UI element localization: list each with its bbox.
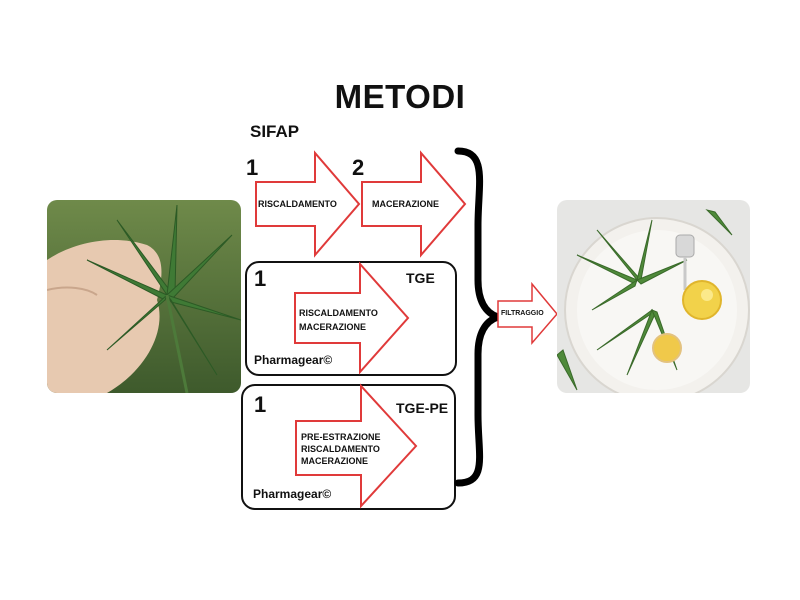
sifap-step2-label: MACERAZIONE (372, 199, 439, 209)
tge-arrow (294, 261, 410, 375)
tgepe-line-1: PRE-ESTRAZIONE (301, 432, 381, 442)
sifap-step2-number: 2 (352, 155, 365, 180)
diagram-title: METODI (334, 78, 466, 115)
sifap-label: SIFAP (250, 122, 300, 141)
filtraggio-label: FILTRAGGIO (501, 310, 544, 317)
tgepe-number: 1 (254, 392, 267, 417)
sifap-step1-number: 1 (246, 155, 259, 180)
tgepe-title: TGE-PE (396, 400, 449, 416)
tge-brand: Pharmagear© (254, 353, 333, 367)
cbd-oil-illustration (557, 200, 750, 393)
tgepe-brand: Pharmagear© (253, 487, 332, 501)
cannabis-leaf-illustration (47, 200, 241, 393)
tgepe-line-2: RISCALDAMENTO (301, 444, 380, 454)
tge-lines: RISCALDAMENTO MACERAZIONE (299, 306, 378, 334)
sifap-step2-arrow (361, 150, 467, 258)
cbd-oil-photo (557, 200, 750, 393)
tgepe-arrow (295, 383, 418, 509)
filtraggio-arrow (497, 281, 558, 346)
curly-brace (454, 147, 510, 487)
sifap-step1-arrow (255, 150, 361, 258)
tge-line-1: RISCALDAMENTO (299, 308, 378, 318)
tge-line-2: MACERAZIONE (299, 322, 366, 332)
tge-number: 1 (254, 266, 267, 291)
tgepe-line-3: MACERAZIONE (301, 456, 368, 466)
tgepe-lines: PRE-ESTRAZIONE RISCALDAMENTO MACERAZIONE (301, 431, 381, 467)
cannabis-leaf-photo (47, 200, 241, 393)
sifap-step1-label: RISCALDAMENTO (258, 199, 337, 209)
tge-title: TGE (406, 270, 435, 286)
